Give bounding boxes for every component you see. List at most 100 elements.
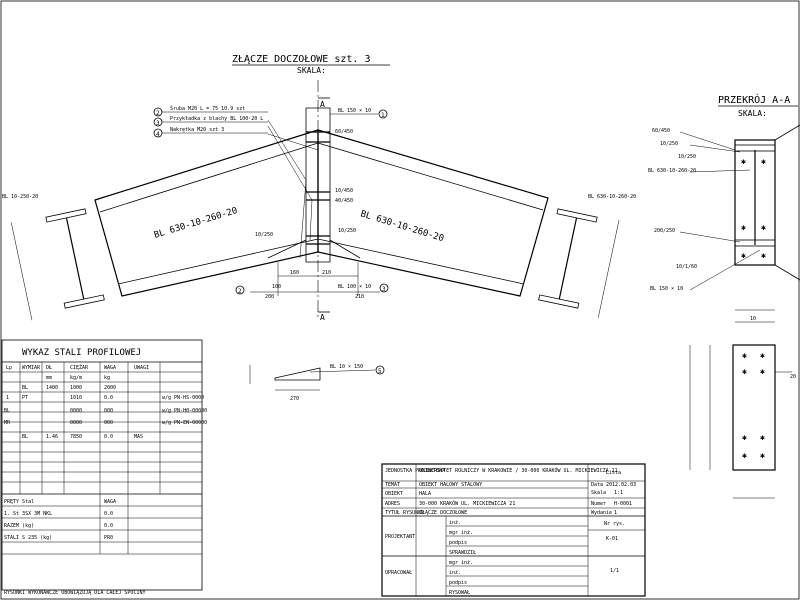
table-cell: PT xyxy=(22,395,28,401)
tb-right-key: Numer xyxy=(591,501,606,507)
dim-label: 10/250 xyxy=(338,228,356,234)
hole-mark: ✱ xyxy=(760,367,765,376)
table-cell: 7850 xyxy=(70,434,82,440)
section-label: BL 630-10-260-20 xyxy=(648,168,696,174)
tb-role: OPRACOWAŁ xyxy=(385,570,412,576)
section-label: 10/250 xyxy=(678,154,696,160)
col-header: WYMIAR xyxy=(22,365,41,371)
summary-cell: 1. St 3SX 3M NKL xyxy=(4,511,52,517)
table-cell: mm xyxy=(46,375,52,381)
table-cell: 1400 xyxy=(46,385,58,391)
section-mark-top: A xyxy=(320,100,325,109)
callout-text: Przykładka z blachy BL 100·20 L xyxy=(170,116,263,122)
profile-table: WYKAZ STALI PROFILOWEJ Lp WYMIAR DŁ CIĘŻ… xyxy=(1,339,207,596)
detail-dim-label: 270 xyxy=(290,396,299,402)
tb-role: PROJEKTANT xyxy=(385,534,415,540)
end-plate-section xyxy=(734,139,776,266)
dim xyxy=(10,222,33,321)
table-cell: 1 xyxy=(6,395,9,401)
callout-number: 3 xyxy=(156,120,160,127)
tb-right-value: 2012.02.03 xyxy=(606,482,636,488)
detail-callout-number: 5 xyxy=(378,368,382,375)
tb-right-value: 1:1 xyxy=(614,490,623,496)
bottom-callout-right-number: 3 xyxy=(382,286,386,293)
summary-cell: WAGA xyxy=(104,499,116,505)
tb-right-key: Nr rys. xyxy=(604,521,625,527)
flange xyxy=(556,208,598,223)
callout-number: 4 xyxy=(156,131,160,138)
callout-text: Śruba M20 L = 75 10.9 szt xyxy=(170,105,245,112)
table-cell: 0000 xyxy=(70,408,82,414)
beam-left-flange-top xyxy=(99,142,319,213)
section-label: 200/250 xyxy=(654,228,675,234)
tb-value: ZŁĄCZE DOCZOŁOWE xyxy=(419,510,467,516)
bolt-mark: ✱ xyxy=(741,251,746,260)
callout-list: 2 Śruba M20 L = 75 10.9 szt 3 Przykładka… xyxy=(153,105,268,138)
end-plate xyxy=(305,107,331,263)
hole-mark: ✱ xyxy=(760,351,765,360)
section-leader xyxy=(689,169,751,173)
leader-lines xyxy=(267,119,307,259)
bolt-mark: ✱ xyxy=(761,251,766,260)
hole-mark: ✱ xyxy=(760,433,765,442)
main-view-title: ZŁĄCZE DOCZOŁOWE szt. 3 xyxy=(232,54,370,65)
end-right-label: BL 630-10-260-20 xyxy=(588,194,636,200)
summary-cell: STALI S 235 (kg) xyxy=(4,535,52,541)
table-title: WYKAZ STALI PROFILOWEJ xyxy=(22,348,141,358)
tb-key: JEDNOSTKA PROJEKTOWA xyxy=(385,468,445,474)
bottom-callout-right xyxy=(379,283,389,293)
table-cell: MR xyxy=(4,420,11,426)
bottom-callout-left xyxy=(235,285,245,295)
tb-right-key: Wydanie xyxy=(591,510,612,516)
beam-stub xyxy=(774,124,800,141)
beam-left xyxy=(94,129,319,297)
section-label: 60/450 xyxy=(652,128,670,134)
section-bolts: ✱ ✱ ✱ ✱ ✱ ✱ xyxy=(741,157,766,260)
detail-leader xyxy=(309,369,376,373)
beam-right-flange-bottom xyxy=(317,238,525,285)
plate-holes: ✱ ✱ ✱ ✱ ✱ ✱ ✱ ✱ xyxy=(742,351,765,460)
table-cell: BL xyxy=(22,385,28,391)
end-left-label: BL 10-250-20 xyxy=(2,194,38,200)
table-footnote: RYSUNKI WYKONAWCZE OBOWIĄZUJĄ DLA CAŁEJ … xyxy=(4,590,145,596)
detail-label: BL 10 × 150 xyxy=(330,364,363,370)
tb-person-line: inż. xyxy=(449,570,461,576)
haunch-right xyxy=(329,239,361,259)
section-label: 10/1/60 xyxy=(676,264,697,270)
col-header: WAGA xyxy=(104,365,116,371)
table-cell: 1.46 xyxy=(46,434,58,440)
table-cell: 000 xyxy=(104,420,113,426)
main-view-scale: SKALA: xyxy=(297,66,326,75)
tb-key: TYTUŁ RYSUNKU xyxy=(385,510,424,516)
table-cell: 1010 xyxy=(70,395,82,401)
tb-right-key: Skala xyxy=(591,490,606,496)
dim-label: 210 xyxy=(355,294,364,300)
section-dim-label: 10 xyxy=(750,316,756,322)
flange-bottom xyxy=(734,239,776,247)
tb-key: OBIEKT xyxy=(385,491,403,497)
section-view-title: PRZEKRÓJ A-A xyxy=(718,93,790,106)
summary-cell: RAZEM (kg) xyxy=(4,523,34,529)
table-cell: kg xyxy=(104,375,110,381)
section-leader xyxy=(689,249,761,291)
bottom-callout-left-number: 2 xyxy=(238,288,242,295)
flange xyxy=(538,294,580,309)
col-header: Lp xyxy=(6,365,12,371)
section-view: PRZEKRÓJ A-A SKALA: ✱ ✱ ✱ ✱ ✱ ✱ 60/450 1… xyxy=(648,93,800,499)
tb-person-line: podpis xyxy=(449,580,467,586)
table-cell: w/g PN-EN-00000 xyxy=(162,420,207,426)
tb-right-value: K-01 xyxy=(606,536,618,542)
summary-cell: 0.0 xyxy=(104,523,113,529)
bottom-dimension: 160 210 100 200 210 xyxy=(250,262,380,300)
dim-label: 210 xyxy=(322,270,331,276)
flange-top xyxy=(734,144,776,152)
table-cell: kg/m xyxy=(70,375,82,381)
tb-right-value: H-0001 xyxy=(614,501,632,507)
beam-right-label: BL 630-10-260-20 xyxy=(359,209,445,244)
section-view-scale: SKALA: xyxy=(738,109,767,118)
flange xyxy=(63,294,105,309)
leader-line-3 xyxy=(267,133,319,151)
haunch-left xyxy=(267,239,307,259)
plate-elevation xyxy=(732,344,776,471)
